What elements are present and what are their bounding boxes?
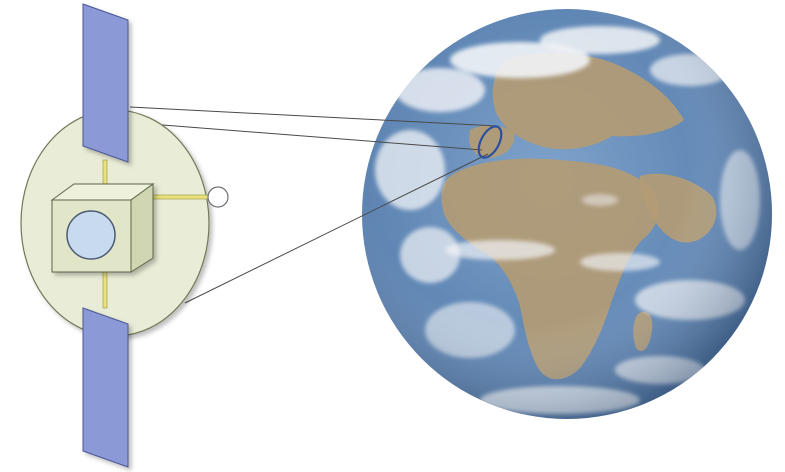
satellite-bus-side-face — [130, 183, 154, 273]
satellite-antenna-icon — [207, 186, 229, 208]
footprint-line-middle — [149, 123, 483, 151]
satellite-antenna-boom — [147, 194, 215, 200]
earth-footprint-ellipse — [477, 125, 503, 159]
solar-panel-top — [82, 3, 129, 163]
satellite-bus-cube — [50, 183, 155, 273]
footprint-cone — [129, 106, 498, 304]
satellite-camera-lens-icon — [66, 210, 116, 260]
earth-globe — [362, 9, 772, 419]
solar-panel-bottom — [82, 307, 129, 468]
footprint-line-lower — [184, 153, 489, 304]
satellite — [20, 3, 229, 468]
earth-terminator-shading — [362, 9, 772, 419]
footprint-line-upper — [129, 106, 498, 127]
satellite-strut-bottom — [102, 271, 108, 309]
